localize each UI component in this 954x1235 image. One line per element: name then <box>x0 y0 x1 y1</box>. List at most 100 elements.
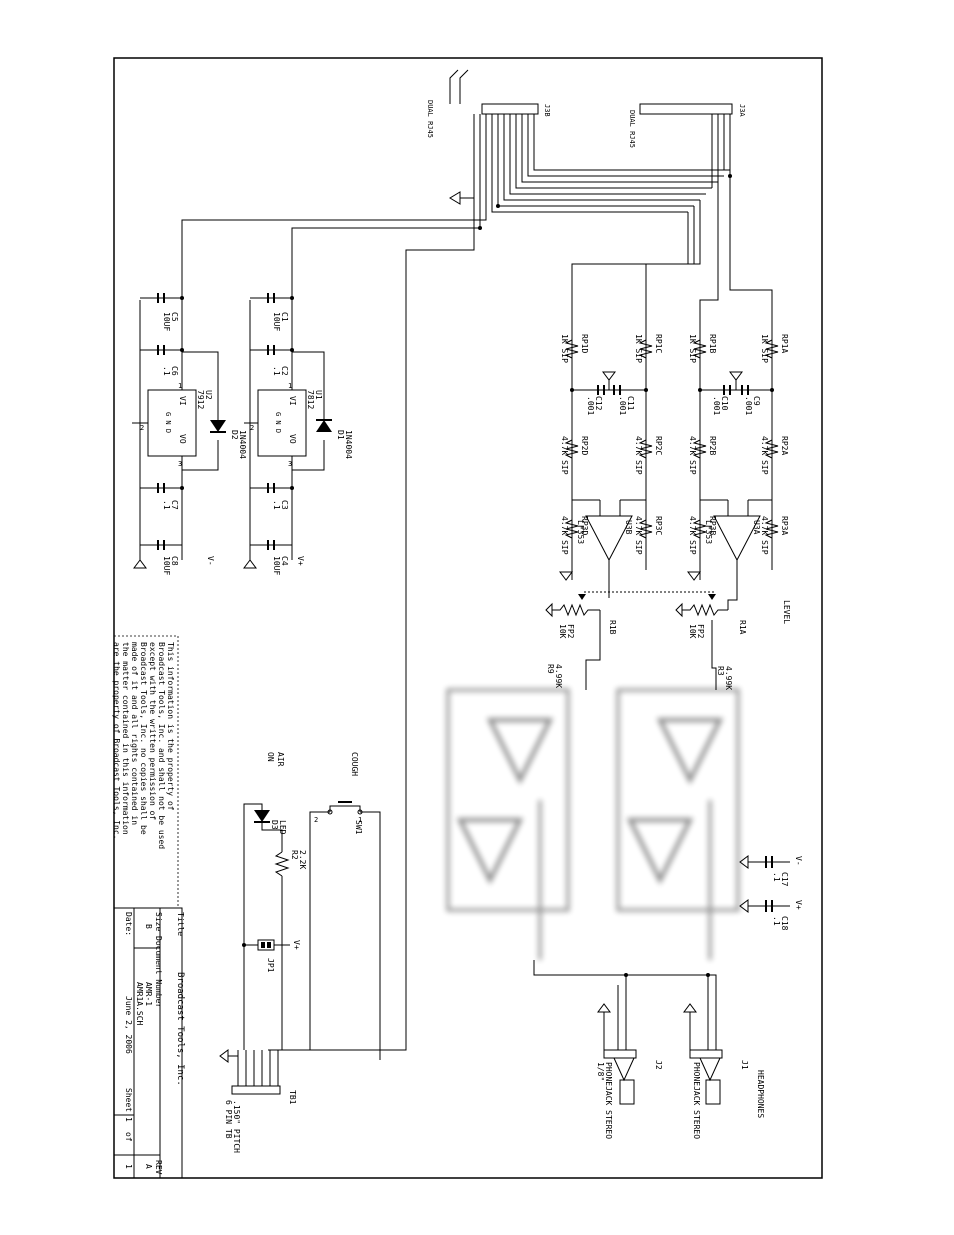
svg-text:RP2C: RP2C <box>654 436 663 455</box>
svg-text:G N D: G N D <box>274 412 282 433</box>
svg-text:C10: C10 <box>720 396 729 411</box>
svg-text:2.2K: 2.2K <box>298 850 307 869</box>
regulator-u2: U2 7912 VI VO G N D D2 1N4004 1 3 2 <box>132 300 247 560</box>
sheet-value: 1 <box>124 1117 133 1122</box>
svg-text:.1: .1 <box>772 916 781 926</box>
svg-text:FP2: FP2 <box>696 624 705 639</box>
connector-j3b: J3B DUAL RJ45 <box>426 69 551 138</box>
svg-text:V-: V- <box>206 556 215 566</box>
headphones-label: HEADPHONES <box>756 1070 765 1118</box>
svg-text:RP2A: RP2A <box>780 436 789 455</box>
svg-text:RP1A: RP1A <box>780 334 789 353</box>
svg-text:1: 1 <box>178 382 182 390</box>
svg-text:C1: C1 <box>280 312 289 322</box>
size-value: B <box>144 924 153 929</box>
svg-text:.1: .1 <box>772 872 781 882</box>
svg-text:3: 3 <box>178 460 182 468</box>
svg-text:C12: C12 <box>594 396 603 411</box>
svg-text:4.7K SIP: 4.7K SIP <box>688 436 697 475</box>
sheet-label: Sheet <box>124 1088 133 1112</box>
svg-text:Broadcast Tools, Inc. and shal: Broadcast Tools, Inc. and shall not be u… <box>157 642 166 849</box>
svg-text:DUAL RJ45: DUAL RJ45 <box>426 100 434 138</box>
rev-label: REV <box>154 1160 163 1175</box>
svg-text:V+: V+ <box>794 900 803 910</box>
svg-text:R3: R3 <box>716 666 725 676</box>
svg-text:V+: V+ <box>292 940 301 950</box>
svg-text:.001: .001 <box>744 396 753 415</box>
svg-text:10K: 10K <box>688 624 697 639</box>
svg-text:1N4004: 1N4004 <box>344 430 353 459</box>
opamp-u3a: U3A LF353 <box>700 499 772 598</box>
title-label: Title <box>176 912 185 936</box>
svg-text:SW1: SW1 <box>354 820 363 835</box>
output-wires <box>533 960 717 1050</box>
connector-j3a: J3A DUAL RJ45 <box>628 103 746 148</box>
svg-text:C17: C17 <box>780 872 789 887</box>
doc-label: Document Number <box>154 936 163 1008</box>
of-label: of <box>124 1132 133 1142</box>
svg-text:J2: J2 <box>654 1060 663 1070</box>
svg-text:U3B: U3B <box>624 520 633 535</box>
svg-text:C2: C2 <box>280 366 289 376</box>
svg-text:.1: .1 <box>162 366 171 376</box>
svg-text:1N4004: 1N4004 <box>238 430 247 459</box>
svg-text:D1: D1 <box>336 430 345 440</box>
svg-text:PHONEJACK STEREO: PHONEJACK STEREO <box>692 1062 701 1139</box>
svg-text:J3B: J3B <box>543 104 551 117</box>
svg-text:JP1: JP1 <box>266 958 275 973</box>
level-label: LEVEL <box>782 600 791 624</box>
svg-text:C7: C7 <box>170 500 179 510</box>
svg-text:FP2: FP2 <box>566 624 575 639</box>
air-label: AIR <box>276 752 285 767</box>
title-block: Title Broadcast Tools, Inc. Size Documen… <box>113 907 185 1179</box>
cough-label: COUGH <box>350 752 359 776</box>
svg-text:TB1: TB1 <box>288 1090 297 1105</box>
svg-text:Broadcast Tools, Inc. no copie: Broadcast Tools, Inc. no copies shall be <box>139 642 148 835</box>
doc-value: AMR-1 <box>144 982 153 1006</box>
svg-text:1: 1 <box>358 816 362 824</box>
svg-text:RP3B: RP3B <box>708 516 717 535</box>
svg-text:R1A: R1A <box>738 620 747 635</box>
svg-text:VO: VO <box>178 434 187 444</box>
svg-text:2: 2 <box>250 424 254 432</box>
regulator-u1: U1 7812 VI VO G N D D1 1N4004 1 3 2 <box>244 300 353 560</box>
size-label: Size <box>154 912 163 931</box>
cough-switch: SW1 COUGH 1 2 <box>309 752 381 1060</box>
date-label: Date: <box>124 912 133 936</box>
svg-text:RP2D: RP2D <box>580 436 589 455</box>
svg-text:J1: J1 <box>740 1060 749 1070</box>
svg-text:made of it and all rights cont: made of it and all rights contained in <box>130 642 139 825</box>
svg-text:RP3A: RP3A <box>780 516 789 535</box>
svg-text:.001: .001 <box>618 396 627 415</box>
svg-text:2: 2 <box>140 424 144 432</box>
sheet-border <box>113 57 823 1179</box>
svg-text:G N D: G N D <box>164 412 172 433</box>
svg-text:7912: 7912 <box>196 390 205 409</box>
svg-text:C6: C6 <box>170 366 179 376</box>
svg-text:VI: VI <box>288 396 297 406</box>
supply-ground-rails <box>133 300 257 569</box>
svg-text:10UF: 10UF <box>272 312 281 331</box>
of-value: 1 <box>124 1164 133 1169</box>
svg-text:U1: U1 <box>314 390 323 400</box>
svg-text:4.99K: 4.99K <box>554 664 563 688</box>
svg-text:.150" PITCH: .150" PITCH <box>232 1100 241 1153</box>
svg-text:U2: U2 <box>204 390 213 400</box>
svg-text:the matter contained in this i: the matter contained in this information <box>121 642 130 835</box>
svg-text:.001: .001 <box>586 396 595 415</box>
svg-text:6 PIN TB: 6 PIN TB <box>224 1100 233 1139</box>
svg-text:R1B: R1B <box>608 620 617 635</box>
svg-text:1K SIP: 1K SIP <box>688 334 697 363</box>
svg-text:10UF: 10UF <box>162 312 171 331</box>
svg-text:RP3D: RP3D <box>580 516 589 535</box>
svg-text:4.7K SIP: 4.7K SIP <box>634 436 643 475</box>
svg-text:10UF: 10UF <box>272 556 281 575</box>
svg-text:V-: V- <box>794 856 803 866</box>
svg-text:RP3C: RP3C <box>654 516 663 535</box>
svg-text:RP1C: RP1C <box>654 334 663 353</box>
svg-text:R9: R9 <box>546 664 555 674</box>
svg-text:D2: D2 <box>230 430 239 440</box>
